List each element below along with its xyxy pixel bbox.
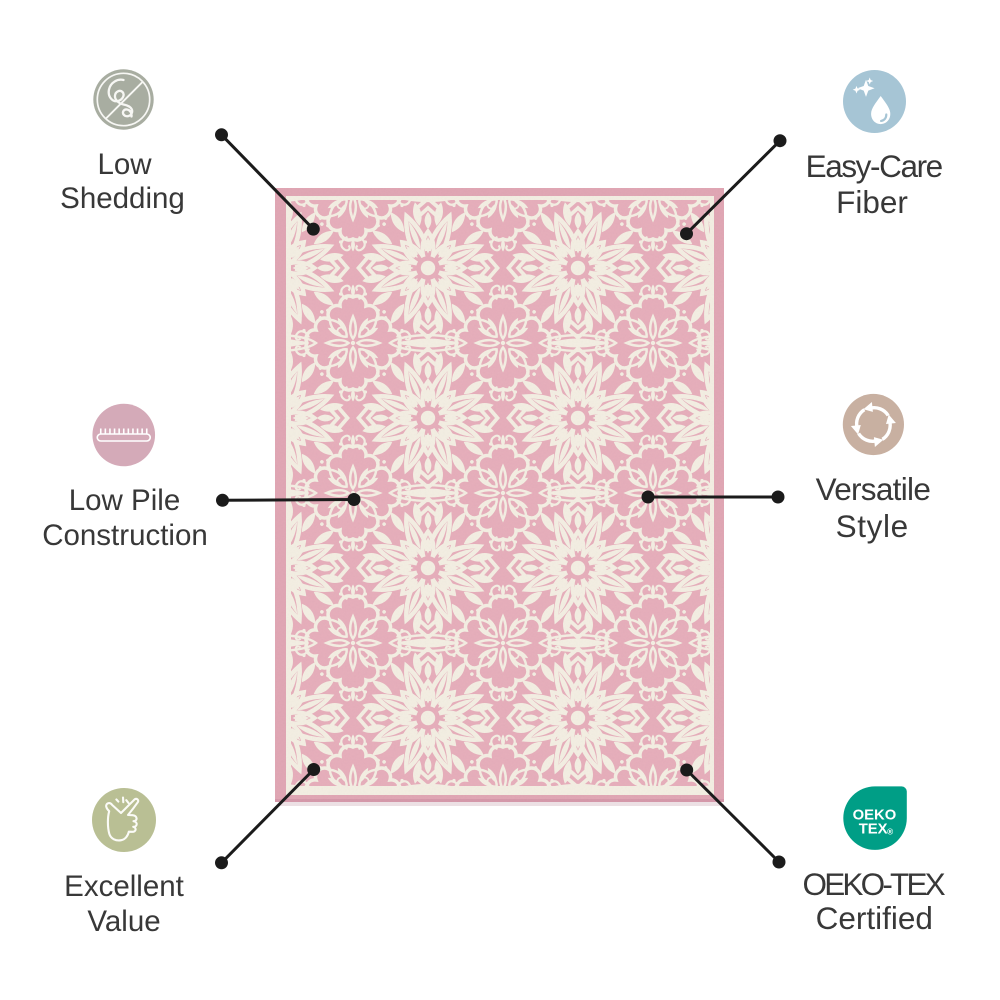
svg-text:TEX: TEX — [859, 822, 888, 838]
svg-text:OEKO: OEKO — [853, 807, 897, 823]
svg-text:®: ® — [887, 827, 893, 836]
